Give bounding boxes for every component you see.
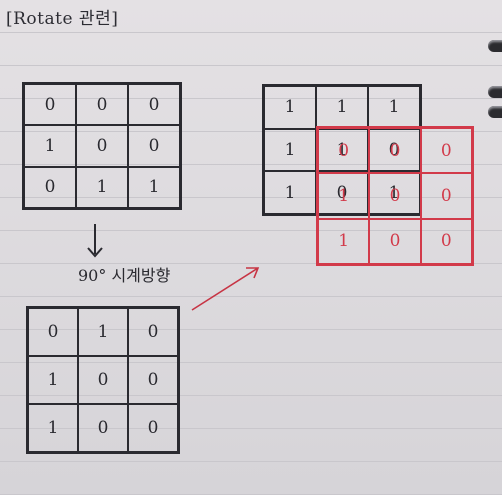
matrix-cell: 0 [78, 404, 128, 452]
matrix-cell: 0 [24, 84, 76, 126]
matrix-cell: 0 [76, 84, 128, 126]
matrix-cell: 0 [420, 173, 472, 219]
matrix-cell: 0 [369, 128, 421, 174]
matrix-cell: 0 [128, 404, 178, 452]
arrow-down-icon [87, 224, 103, 258]
arrow-icon [191, 267, 260, 311]
matrix-cell: 0 [369, 218, 421, 264]
matrix-cell: 1 [78, 308, 128, 356]
matrix-cell: 1 [264, 171, 316, 214]
matrix-cell: 0 [369, 173, 421, 219]
binder-ring [488, 106, 502, 118]
matrix-cell: 0 [128, 84, 180, 126]
matrix-cell: 0 [128, 356, 178, 404]
matrix-cell: 0 [128, 308, 178, 356]
rotation-caption: 90° 시계방향 [78, 266, 171, 285]
matrix-cell: 0 [24, 166, 76, 208]
binder-ring [488, 86, 502, 98]
matrix-cell: 0 [128, 125, 180, 167]
matrix-cell: 1 [264, 128, 316, 172]
matrix-cell: 0 [76, 125, 128, 167]
matrix-cell: 1 [368, 86, 420, 129]
matrix-cell: 0 [78, 356, 128, 404]
matrix-cell: 1 [28, 356, 78, 404]
matrix-cell: 1 [316, 86, 368, 129]
page-title: [Rotate 관련] [6, 9, 119, 29]
matrix-cell: 0 [28, 308, 78, 356]
matrix-cell: 1 [128, 166, 180, 208]
matrix-cell: 1 [318, 173, 370, 219]
matrix-cell: 0 [420, 128, 472, 174]
matrix-cell: 1 [28, 404, 78, 452]
matrix-cell: 1 [264, 86, 316, 129]
binder-ring [488, 40, 502, 52]
matrix-cell: 0 [420, 218, 472, 264]
matrix-cell: 1 [24, 125, 76, 167]
matrix-cell: 1 [76, 166, 128, 208]
matrix-cell: 1 [318, 218, 370, 264]
matrix-cell: 0 [318, 128, 370, 174]
